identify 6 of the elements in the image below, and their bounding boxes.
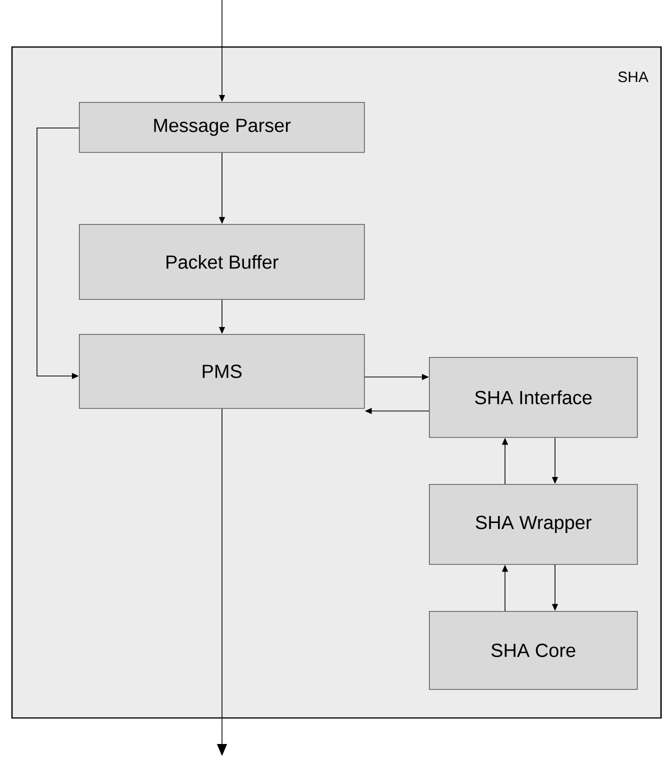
process-box: Message Parser (78, 102, 365, 153)
process-box: SHA Core (428, 610, 638, 690)
process-box: Packet Buffer (78, 224, 365, 300)
process-box: SHA Interface (428, 356, 638, 438)
process-box: SHA Wrapper (428, 484, 638, 565)
process-box: PMS (78, 334, 365, 409)
